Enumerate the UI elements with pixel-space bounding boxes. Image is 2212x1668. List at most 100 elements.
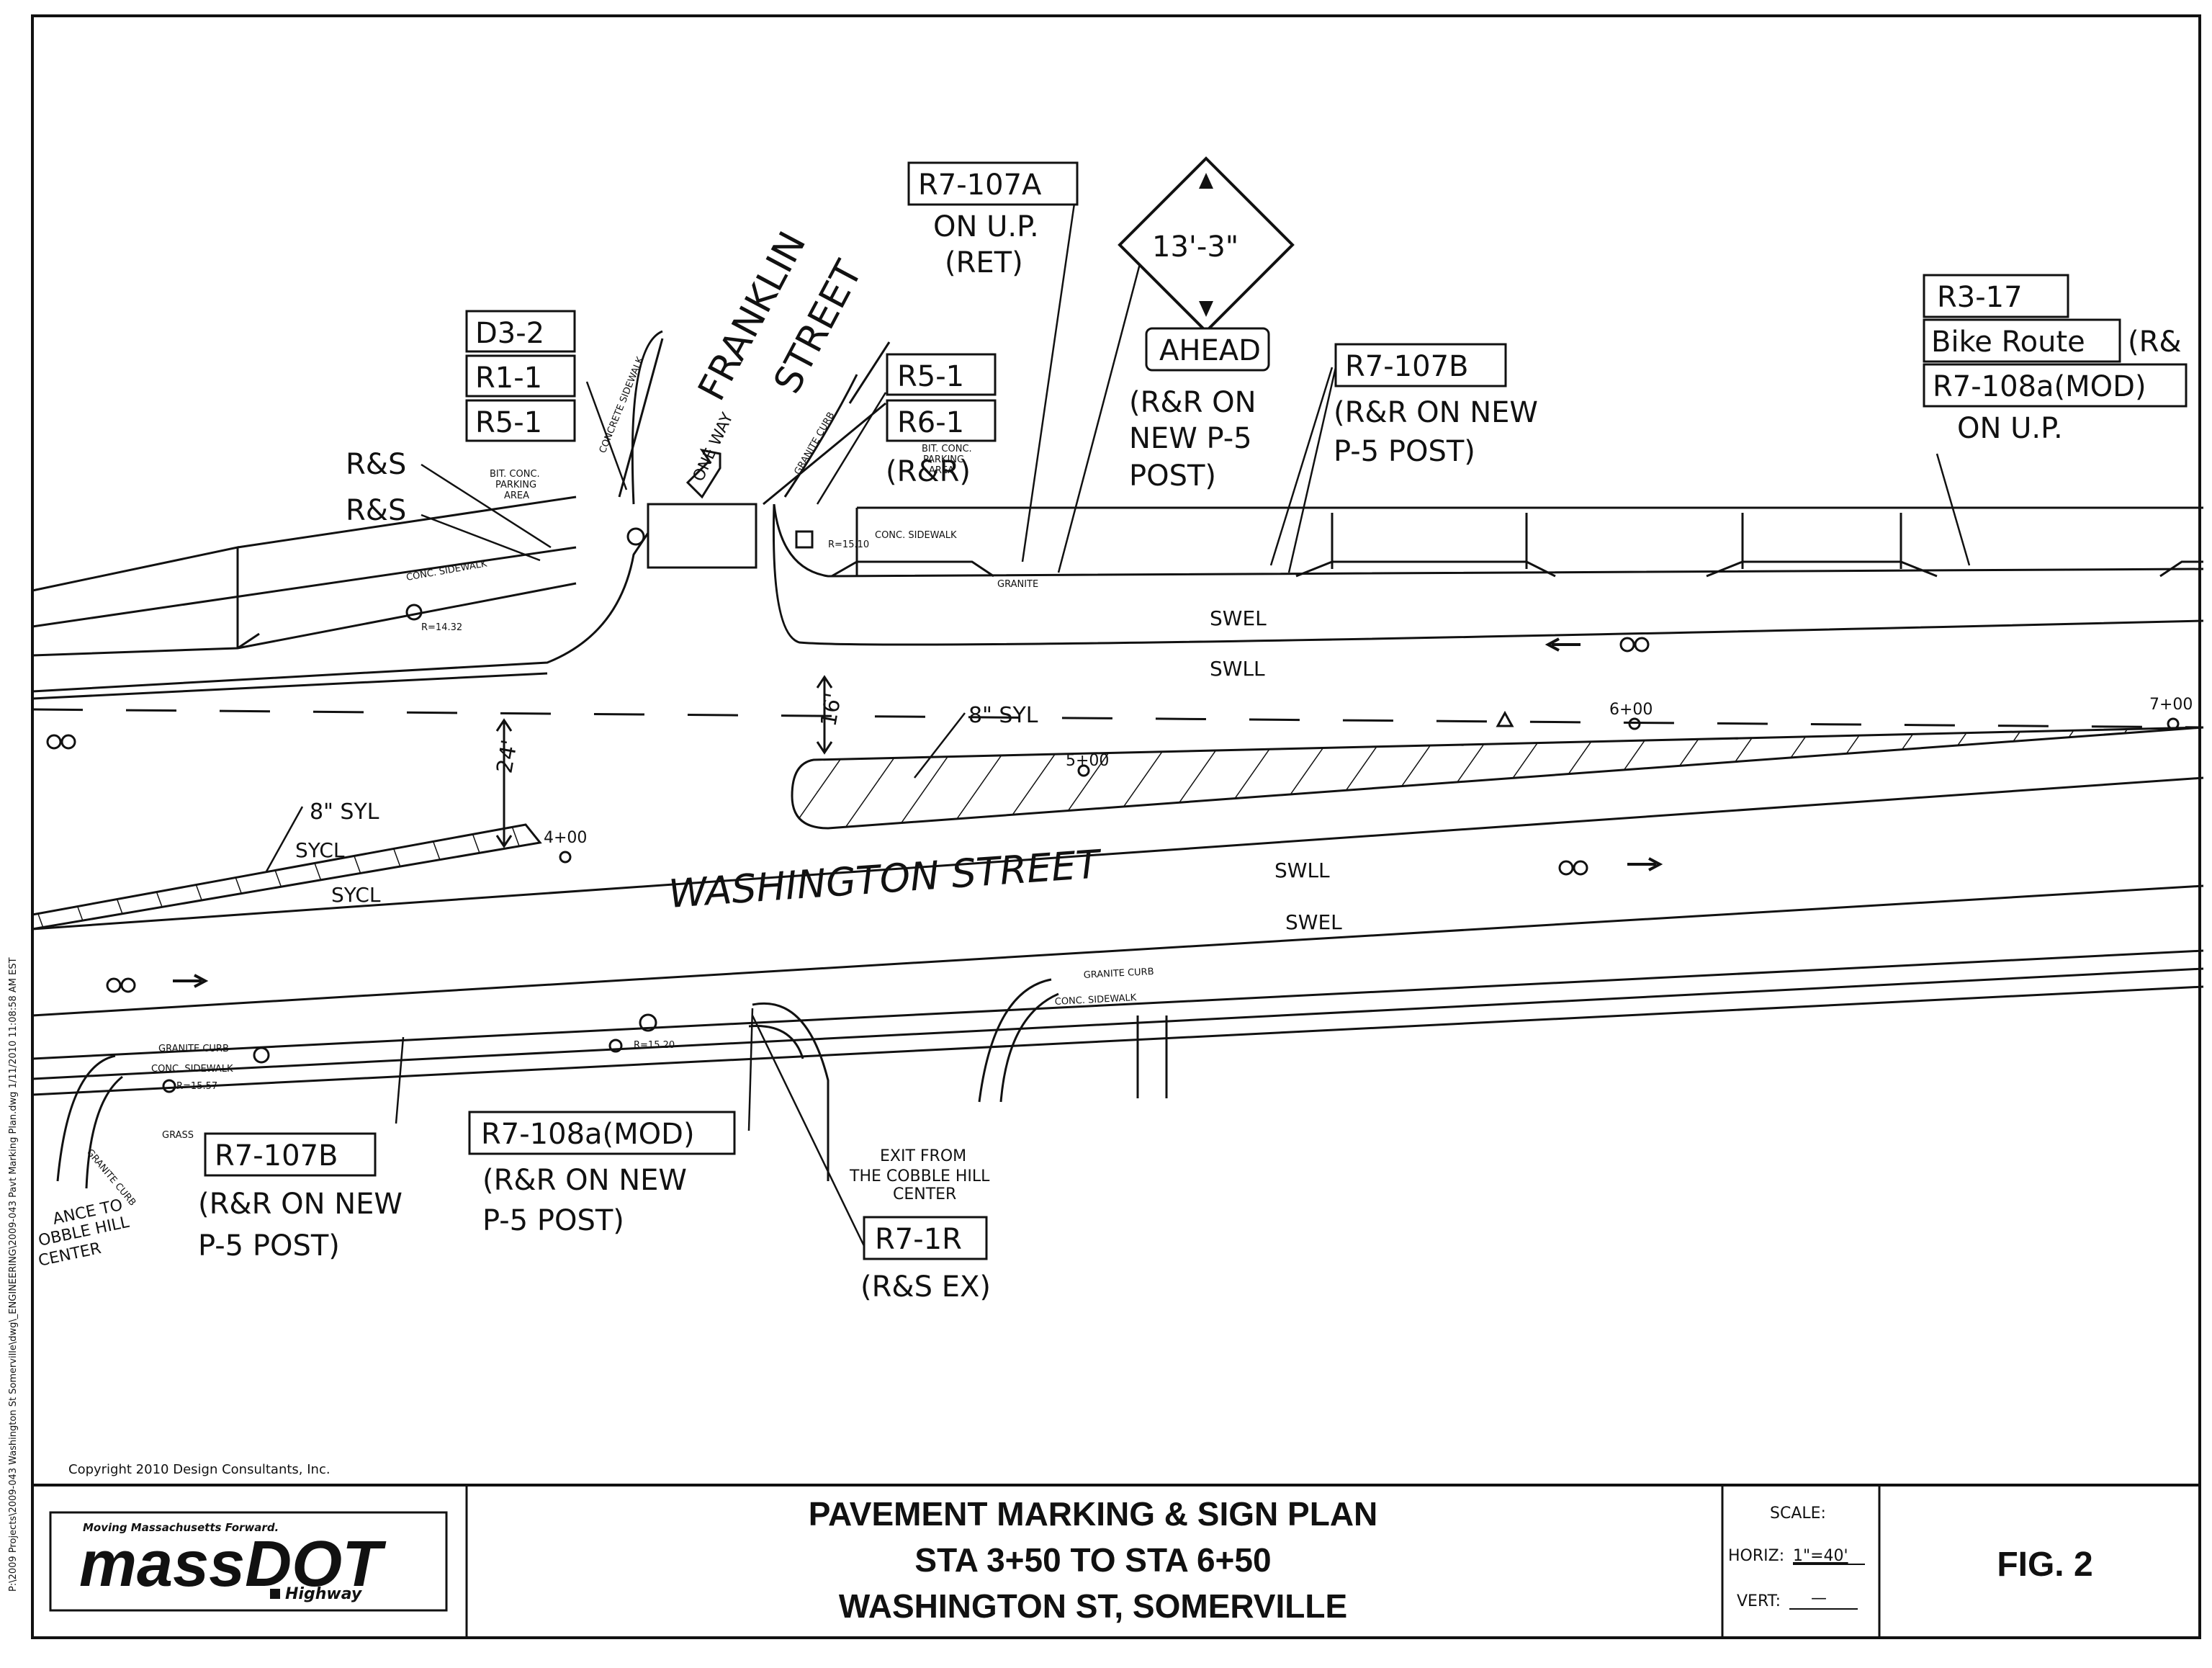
direction-arrows xyxy=(173,637,1663,988)
sycl-label-1: SYCL xyxy=(295,838,345,862)
bike-symbol-icon xyxy=(106,977,136,993)
leader-lines xyxy=(265,188,1971,1247)
granite-curb-note: GRANITE CURB xyxy=(158,1044,229,1054)
syl-left-label: 8" SYL xyxy=(310,799,379,825)
bike-symbols xyxy=(46,637,1650,993)
r7-107a-note-1: ON U.P. xyxy=(933,210,1039,243)
highway-icon xyxy=(270,1589,280,1599)
sheet-border xyxy=(31,14,2201,1639)
painted-median-right xyxy=(791,726,2204,830)
figure-number: FIG. 2 xyxy=(1997,1546,2092,1584)
dim-24-label: 24' xyxy=(492,738,523,776)
granite-curb-note: GRANITE CURB xyxy=(1083,967,1154,981)
granite-note: GRANITE xyxy=(997,579,1038,590)
station-6-label: 6+00 xyxy=(1609,701,1653,719)
grass-note: GRASS xyxy=(162,1130,194,1141)
bike-symbol-icon xyxy=(1619,637,1650,653)
swll-bottom-label: SWLL xyxy=(1274,858,1330,882)
sign-r7-108a-bottom: R7-108a(MOD) xyxy=(481,1118,695,1151)
ahead-plaque: AHEAD xyxy=(1159,334,1261,367)
bit-conc-note: PARKING xyxy=(495,480,536,490)
conc-sidewalk-note: CONC. SIDEWALK xyxy=(1054,992,1137,1008)
syl-right-label: 8" SYL xyxy=(968,703,1038,728)
sign-bike-route: Bike Route xyxy=(1931,326,2085,359)
r-and-s-label-2: R&S xyxy=(346,494,406,527)
radius-note: R=15.20 xyxy=(634,1040,675,1051)
exit-note-1: EXIT FROM xyxy=(880,1147,966,1165)
bit-conc-note: AREA xyxy=(929,465,954,476)
r7-107b-bottom-note-2: P-5 POST) xyxy=(198,1229,340,1263)
r7-107a-note-2: (RET) xyxy=(945,246,1023,279)
plan-title-line1: PAVEMENT MARKING & SIGN PLAN xyxy=(809,1495,1378,1533)
logo-sub: Highway xyxy=(285,1585,363,1603)
sign-r7-107b-bottom: R7-107B xyxy=(215,1139,338,1172)
sign-r5-1-right: R5-1 xyxy=(897,360,964,393)
radius-note: R=15.10 xyxy=(828,539,869,550)
sign-r7-107a: R7-107A xyxy=(918,169,1042,202)
station-4-label: 4+00 xyxy=(544,829,587,847)
swel-bottom-label: SWEL xyxy=(1285,910,1342,934)
dimension-lines xyxy=(495,675,833,848)
sign-r7-107b-bottom-callout: R7-107B (R&R ON NEW P-5 POST) xyxy=(198,1132,403,1263)
bit-conc-note: AREA xyxy=(504,490,529,501)
copyright-note: Copyright 2010 Design Consultants, Inc. xyxy=(68,1462,331,1477)
vert-label: VERT: xyxy=(1737,1592,1781,1610)
washington-street-label: WASHINGTON STREET xyxy=(667,841,1105,917)
sign-stack-left: D3-2 R1-1 R5-1 xyxy=(465,310,576,442)
sign-r7-108a-bottom-callout: R7-108a(MOD) (R&R ON NEW P-5 POST) xyxy=(468,1111,736,1237)
sign-r7-107b-top: R7-107B xyxy=(1345,350,1468,383)
sycl-label-2: SYCL xyxy=(331,883,381,907)
r7-108a-bottom-note-2: P-5 POST) xyxy=(482,1204,624,1237)
sign-r3-17: R3-17 xyxy=(1937,281,2023,314)
vert-value: — xyxy=(1811,1589,1827,1608)
scale-label: SCALE: xyxy=(1770,1505,1826,1523)
one-way-arrow-icon xyxy=(685,448,721,499)
conc-sidewalk-note: CONC. SIDEWALK xyxy=(875,530,957,541)
bit-conc-note: BIT. CONC. xyxy=(922,444,972,454)
logo-main: massDOT xyxy=(79,1528,387,1600)
bit-conc-note: PARKING xyxy=(923,454,964,465)
horiz-value: 1"=40' xyxy=(1793,1547,1848,1565)
radius-note: R=15.57 xyxy=(176,1081,217,1092)
bike-route-note: (R& xyxy=(2128,326,2182,359)
logo-tagline: Moving Massachusetts Forward. xyxy=(83,1521,279,1534)
plan-title-line2: STA 3+50 TO STA 6+50 xyxy=(914,1541,1271,1579)
station-markers xyxy=(559,710,2180,864)
exit-note-2: THE COBBLE HILL xyxy=(849,1167,990,1185)
exit-note-3: CENTER xyxy=(893,1185,956,1203)
painted-median-left xyxy=(31,823,542,931)
r7-108a-bottom-note-1: (R&R ON NEW xyxy=(482,1164,687,1197)
sign-r7-1r-callout: R7-1R (R&S EX) xyxy=(860,1216,991,1304)
station-5-label: 5+00 xyxy=(1066,752,1109,770)
roadway-linework xyxy=(32,330,2204,1189)
massdot-logo xyxy=(49,1511,448,1612)
bike-symbol-icon xyxy=(46,734,76,750)
title-block: Moving Massachusetts Forward. massDOT Hi… xyxy=(32,1484,2200,1638)
sign-r7-107b-top-callout: R7-107B (R&R ON NEW P-5 POST) xyxy=(1334,343,1538,468)
sign-r7-107a-callout: R7-107A ON U.P. (RET) xyxy=(907,161,1079,279)
conc-sidewalk-note: CONC. SIDEWALK xyxy=(151,1064,233,1075)
one-way-label: ONE WAY xyxy=(690,410,737,485)
r7-1r-note: (R&S EX) xyxy=(860,1270,991,1304)
sign-post-symbols xyxy=(162,527,814,1093)
horiz-label: HORIZ: xyxy=(1728,1547,1784,1565)
sign-r5-1-left: R5-1 xyxy=(475,406,542,439)
sign-r1-1: R1-1 xyxy=(475,362,542,395)
ahead-note-3: POST) xyxy=(1129,459,1216,493)
conc-sidewalk-note: CONC. SIDEWALK xyxy=(405,558,488,583)
sign-r6-1: R6-1 xyxy=(897,406,964,439)
r-and-s-label-1: R&S xyxy=(346,448,406,481)
ahead-note-2: NEW P-5 xyxy=(1129,422,1252,455)
dashed-lane-line xyxy=(32,708,2204,729)
clearance-arrow-down-icon xyxy=(1199,301,1213,317)
clearance-value: 13'-3" xyxy=(1152,230,1238,264)
r-and-r-note: (R&R) xyxy=(886,455,971,488)
clearance-arrow-up-icon xyxy=(1199,173,1213,189)
granite-curb-note: GRANITE CURB xyxy=(792,411,837,477)
station-7-label: 7+00 xyxy=(2149,696,2193,714)
low-clearance-sign: 13'-3" AHEAD (R&R ON NEW P-5 POST) xyxy=(1118,156,1295,493)
sign-stack-bike-route: R3-17 Bike Route (R& R7-108a(MOD) ON U.P… xyxy=(1923,274,2188,445)
ahead-note-1: (R&R ON xyxy=(1129,386,1256,419)
r7-107b-bottom-note-1: (R&R ON NEW xyxy=(198,1188,403,1221)
